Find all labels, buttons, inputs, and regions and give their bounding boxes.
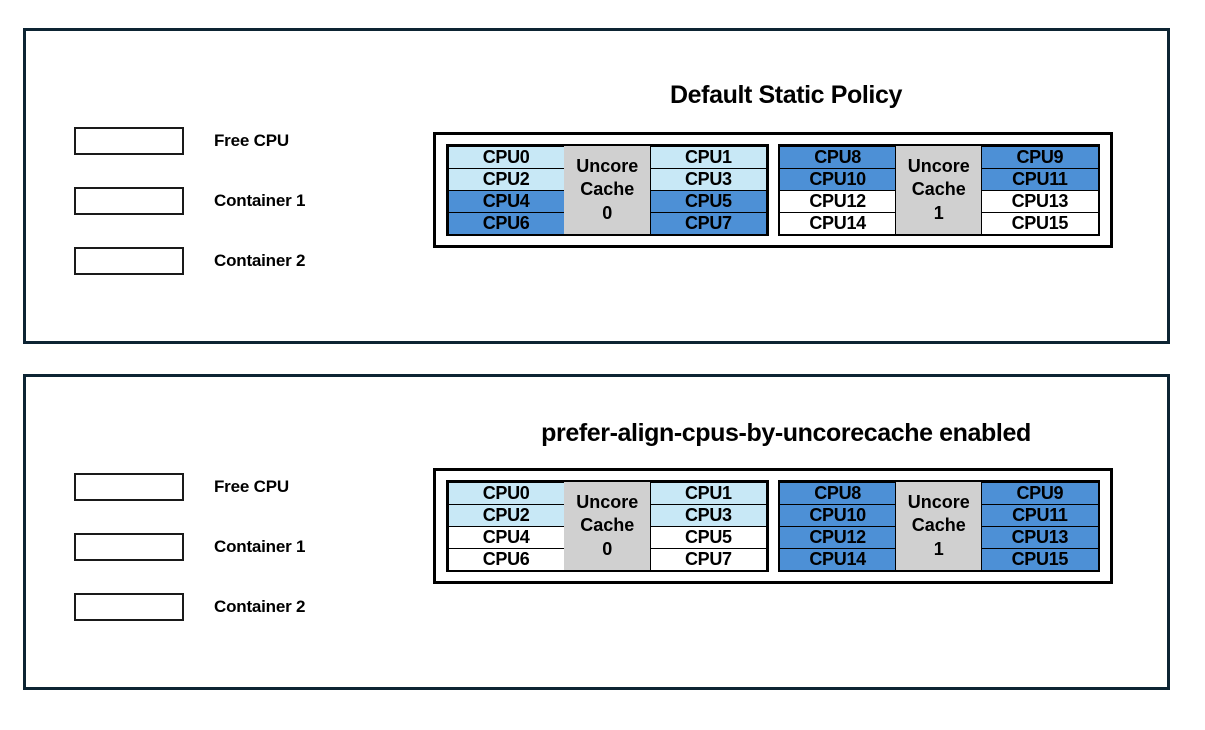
cpu-cell: CPU1	[649, 145, 767, 169]
legend-item-container-2: Container 2	[74, 593, 306, 621]
cpu-cell: CPU14	[779, 211, 897, 235]
cpu-cell: CPU7	[649, 547, 767, 571]
uncore-cache-label-0: Uncore Cache 0	[564, 482, 651, 570]
cpu-cell: CPU14	[779, 547, 897, 571]
uncore-cache-line-2: Cache	[580, 515, 635, 536]
cpu-column-right: CPU1 CPU3 CPU5 CPU7	[649, 145, 767, 235]
cpu-cell: CPU1	[649, 481, 767, 505]
cpu-cell: CPU8	[779, 145, 897, 169]
uncore-cache-line-3: 1	[933, 538, 944, 559]
cpu-cell: CPU6	[447, 547, 565, 571]
page-title: Default Static Policy	[670, 81, 902, 109]
cpu-topology-table: CPU0 CPU2 CPU4 CPU6 Uncore Cache 0 CPU1 …	[433, 468, 1113, 584]
cpu-column-left: CPU8 CPU10 CPU12 CPU14	[779, 481, 897, 571]
cpu-cell: CPU3	[649, 503, 767, 527]
legend-swatch-container-1	[74, 533, 184, 561]
cpu-cell: CPU5	[649, 525, 767, 549]
legend-label-container-1: Container 1	[214, 191, 306, 210]
diagram-panel-default-static-policy: Default Static Policy Free CPU Container…	[23, 28, 1170, 344]
uncore-cache-label-0: Uncore Cache 0	[564, 146, 651, 234]
cpu-cell: CPU10	[779, 167, 897, 191]
cpu-cell: CPU5	[649, 189, 767, 213]
cpu-cell: CPU9	[981, 481, 1099, 505]
cpu-column-left: CPU8 CPU10 CPU12 CPU14	[779, 145, 897, 235]
legend-item-container-1: Container 1	[74, 533, 306, 561]
legend-item-free-cpu: Free CPU	[74, 127, 305, 155]
cpu-cell: CPU13	[981, 189, 1099, 213]
legend-item-container-1: Container 1	[74, 187, 306, 215]
cache-group-1: CPU8 CPU10 CPU12 CPU14 Uncore Cache 1 CP…	[777, 480, 1100, 572]
cpu-column-right: CPU1 CPU3 CPU5 CPU7	[649, 481, 767, 571]
legend-swatch-free-cpu	[74, 473, 184, 501]
cache-group-0: CPU0 CPU2 CPU4 CPU6 Uncore Cache 0 CPU1 …	[446, 480, 769, 572]
cache-group-1: CPU8 CPU10 CPU12 CPU14 Uncore Cache 1 CP…	[777, 144, 1100, 236]
cpu-column-right: CPU9 CPU11 CPU13 CPU15	[981, 145, 1099, 235]
legend: Free CPU Container 1 Container 2	[74, 127, 306, 307]
uncore-cache-line-1: Uncore	[576, 492, 639, 513]
cpu-cell: CPU4	[447, 525, 565, 549]
cpu-cell: CPU8	[779, 481, 897, 505]
uncore-cache-label-1: Uncore Cache 1	[895, 146, 982, 234]
cpu-cell: CPU2	[447, 167, 565, 191]
cpu-column-left: CPU0 CPU2 CPU4 CPU6	[447, 145, 565, 235]
cpu-cell: CPU0	[447, 481, 565, 505]
cpu-topology-table: CPU0 CPU2 CPU4 CPU6 Uncore Cache 0 CPU1 …	[433, 132, 1113, 248]
uncore-cache-line-1: Uncore	[576, 156, 639, 177]
page-title: prefer-align-cpus-by-uncorecache enabled	[541, 419, 1031, 447]
cpu-cell: CPU13	[981, 525, 1099, 549]
uncore-cache-line-1: Uncore	[907, 156, 970, 177]
cpu-cell: CPU6	[447, 211, 565, 235]
cpu-cell: CPU12	[779, 525, 897, 549]
cache-group-0: CPU0 CPU2 CPU4 CPU6 Uncore Cache 0 CPU1 …	[446, 144, 769, 236]
uncore-cache-line-3: 1	[933, 202, 944, 223]
legend-item-container-2: Container 2	[74, 247, 306, 275]
cpu-cell: CPU11	[981, 503, 1099, 527]
cpu-cell: CPU4	[447, 189, 565, 213]
legend-label-free-cpu: Free CPU	[214, 477, 289, 496]
legend: Free CPU Container 1 Container 2	[74, 473, 306, 653]
cpu-column-right: CPU9 CPU11 CPU13 CPU15	[981, 481, 1099, 571]
uncore-cache-label-1: Uncore Cache 1	[895, 482, 982, 570]
legend-label-container-2: Container 2	[214, 251, 306, 270]
cpu-column-left: CPU0 CPU2 CPU4 CPU6	[447, 481, 565, 571]
uncore-cache-line-2: Cache	[911, 179, 966, 200]
uncore-cache-line-2: Cache	[911, 515, 966, 536]
uncore-cache-line-3: 0	[602, 538, 613, 559]
uncore-cache-line-1: Uncore	[907, 492, 970, 513]
cpu-cell: CPU9	[981, 145, 1099, 169]
uncore-cache-line-2: Cache	[580, 179, 635, 200]
cpu-cell: CPU3	[649, 167, 767, 191]
cpu-cell: CPU0	[447, 145, 565, 169]
legend-swatch-container-2	[74, 593, 184, 621]
legend-label-free-cpu: Free CPU	[214, 131, 289, 150]
legend-swatch-free-cpu	[74, 127, 184, 155]
uncore-cache-line-3: 0	[602, 202, 613, 223]
legend-item-free-cpu: Free CPU	[74, 473, 305, 501]
diagram-panel-prefer-align-cpus-by-uncorecache: prefer-align-cpus-by-uncorecache enabled…	[23, 374, 1170, 690]
cpu-cell: CPU12	[779, 189, 897, 213]
cpu-cell: CPU15	[981, 547, 1099, 571]
legend-swatch-container-1	[74, 187, 184, 215]
cpu-cell: CPU2	[447, 503, 565, 527]
cpu-cell: CPU15	[981, 211, 1099, 235]
legend-swatch-container-2	[74, 247, 184, 275]
cpu-cell: CPU10	[779, 503, 897, 527]
cpu-cell: CPU11	[981, 167, 1099, 191]
cpu-cell: CPU7	[649, 211, 767, 235]
legend-label-container-1: Container 1	[214, 537, 306, 556]
legend-label-container-2: Container 2	[214, 597, 306, 616]
